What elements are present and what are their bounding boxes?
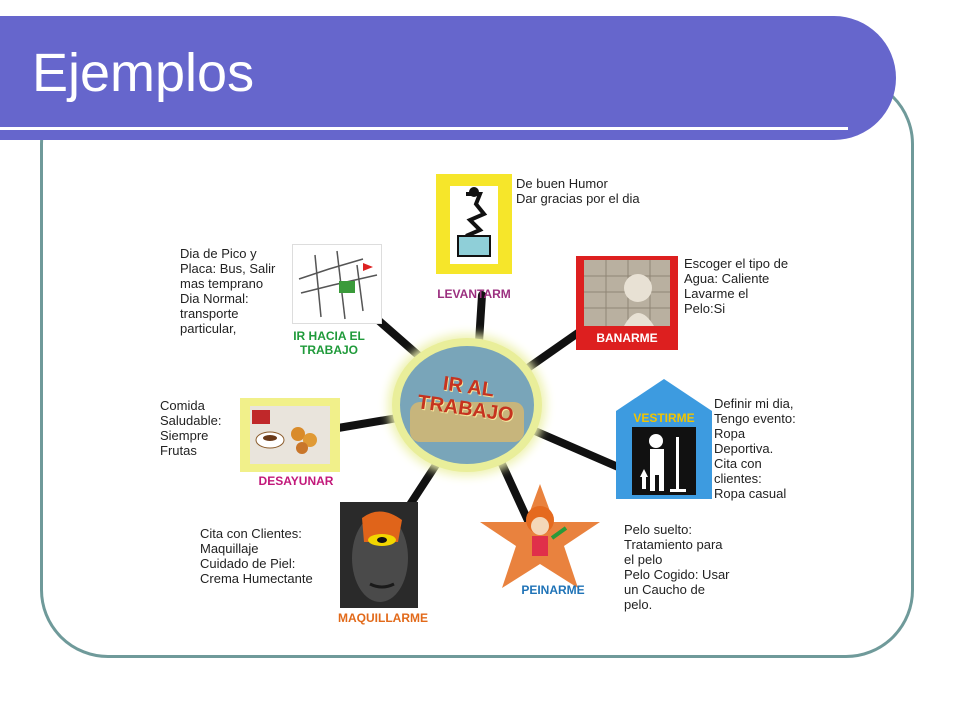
node-banarme-label: BANARME — [596, 331, 658, 345]
node-levantarme-note: De buen Humor Dar gracias por el dia — [516, 176, 640, 206]
node-peinarme-note: Pelo suelto: Tratamiento para el pelo Pe… — [624, 522, 730, 612]
node-ir-hacia-el-trabajo-label: IR HACIA EL TRABAJO — [293, 329, 365, 357]
node-banarme-tile — [576, 256, 678, 350]
banner-divider — [0, 127, 848, 130]
center-node: IR AL TRABAJO — [392, 338, 542, 472]
node-desayunar-note: Comida Saludable: Siempre Frutas — [160, 398, 222, 458]
shower-photo-icon — [584, 260, 670, 326]
node-maquillarme-tile — [340, 502, 418, 608]
node-peinarme-label: PEINARME — [521, 583, 585, 597]
node-vestirme-tile — [616, 379, 712, 499]
dressing-icon — [632, 427, 696, 495]
node-maquillarme-note: Cita con Clientes: Maquillaje Cuidado de… — [200, 526, 313, 586]
jack-in-the-box-icon — [450, 186, 498, 264]
slide-title: Ejemplos — [32, 43, 255, 103]
node-ir-hacia-el-trabajo-tile — [292, 244, 382, 324]
node-desayunar-tile — [240, 398, 340, 472]
node-vestirme-label: VESTIRME — [633, 411, 695, 425]
comb-hair-icon — [526, 506, 568, 556]
makeup-face-icon — [352, 511, 408, 602]
center-illustration: IR AL TRABAJO — [400, 346, 534, 464]
node-ir-hacia-el-trabajo-note: Dia de Pico y Placa: Bus, Salir mas temp… — [180, 246, 276, 336]
node-banarme-note: Escoger el tipo de Agua: Caliente Lavarm… — [684, 256, 789, 316]
node-maquillarme-label: MAQUILLARME — [338, 611, 428, 625]
node-desayunar-label: DESAYUNAR — [258, 474, 334, 488]
street-map-icon — [298, 250, 378, 320]
breakfast-icon — [250, 406, 330, 464]
center-label: IR AL TRABAJO — [416, 372, 515, 427]
title-banner — [0, 16, 896, 140]
node-levantarme-label: LEVANTARM — [437, 287, 511, 301]
node-peinarme-tile — [480, 484, 600, 588]
node-vestirme-note: Definir mi dia, Tengo evento: Ropa Depor… — [714, 396, 796, 501]
node-levantarme-tile — [436, 174, 512, 274]
